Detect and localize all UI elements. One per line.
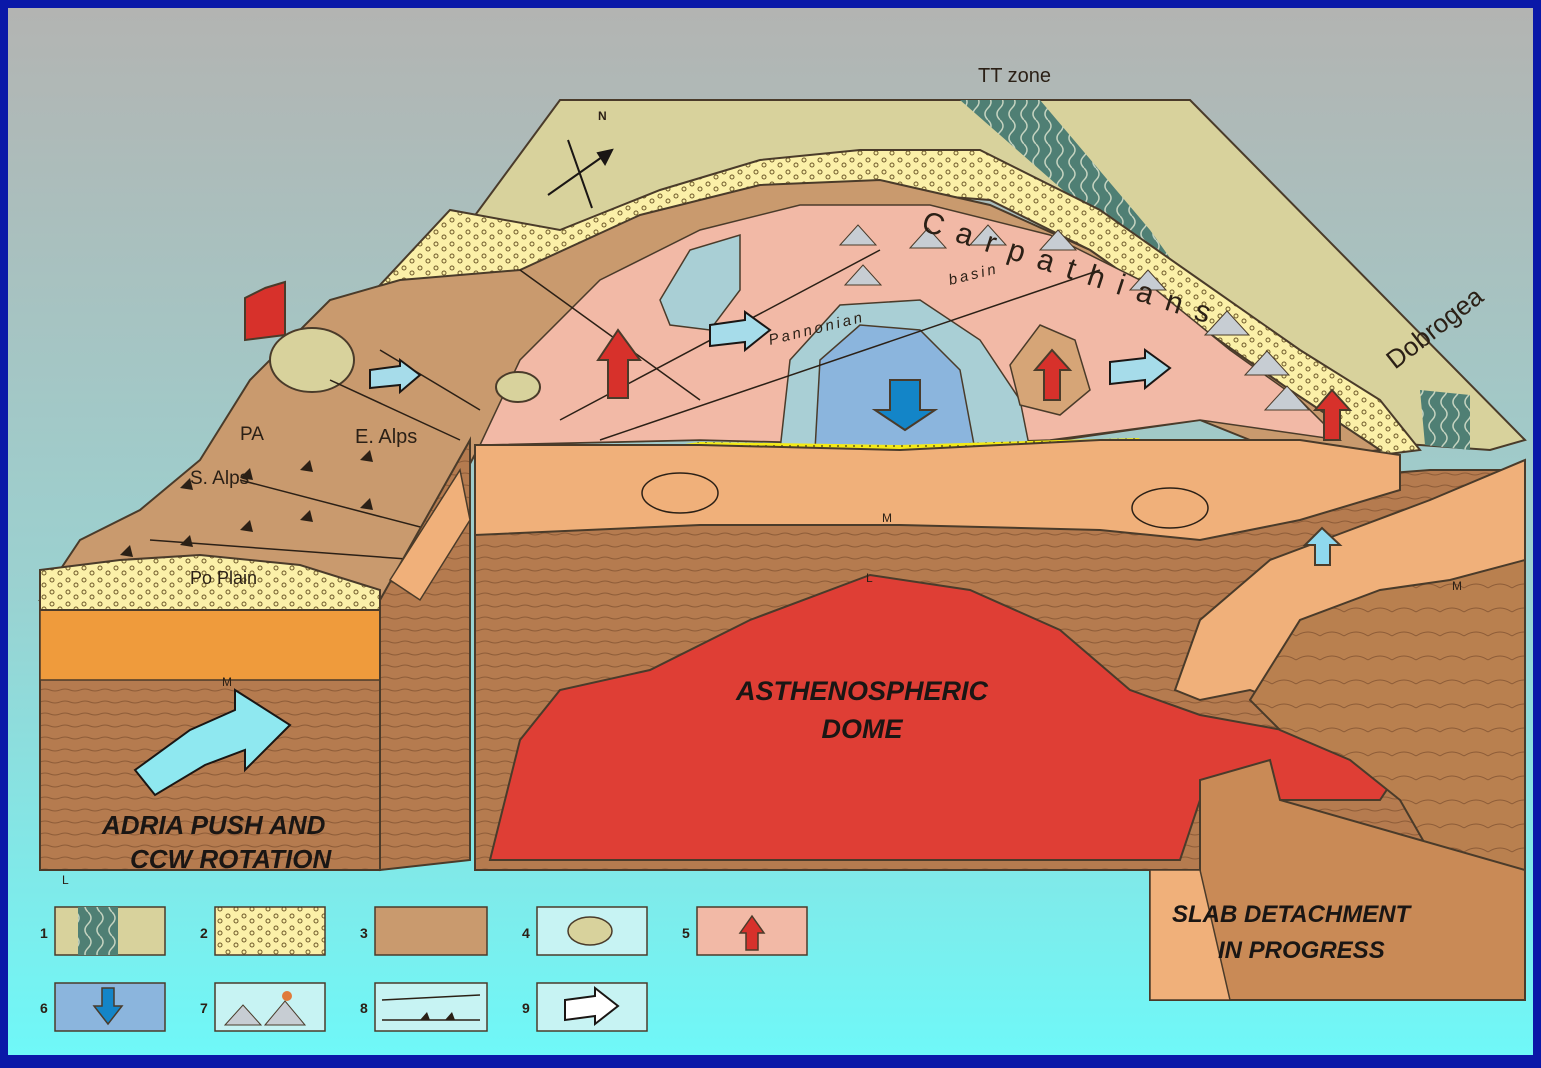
legend-number: 1 [40, 925, 48, 941]
dome-caption-line2: DOME [822, 714, 904, 744]
orogen-swatch-icon [375, 907, 487, 955]
uplift-arrow-swatch-icon [697, 907, 807, 955]
tt-zone-label: TT zone [978, 65, 1051, 87]
lithosphere-label-left: L [62, 873, 69, 887]
tt-zone-dobrogea [1420, 390, 1470, 450]
legend-number: 2 [200, 925, 208, 941]
adria-caption-line2: CCW ROTATION [130, 844, 332, 874]
slab-caption-line2: IN PROGRESS [1218, 937, 1385, 964]
po-plain-label: Po Plain [190, 568, 257, 588]
pannonian-crust [475, 440, 1400, 540]
legend-number: 4 [522, 925, 530, 941]
volcano-swatch-icon [215, 983, 325, 1031]
legend-number: 5 [682, 925, 690, 941]
rotating-block-swatch-icon [537, 907, 647, 955]
dome-caption-line1: ASTHENOSPHERIC [735, 676, 989, 706]
pa-label: PA [240, 424, 264, 445]
slab-caption-line1: SLAB DETACHMENT [1172, 901, 1413, 928]
legend-number: 3 [360, 925, 368, 941]
rotating-block-ib [270, 328, 354, 392]
moho-label-mid: M [882, 511, 892, 525]
legend-number: 9 [522, 1000, 530, 1016]
moho-label-left: M [222, 675, 232, 689]
lithosphere-label-mid: L [866, 571, 873, 585]
legend-number: 7 [200, 1000, 208, 1016]
legend-number: 8 [360, 1000, 368, 1016]
translation-arrow-swatch-icon [537, 983, 647, 1031]
tt-zone-swatch-icon [55, 907, 165, 955]
legend-number: 6 [40, 1000, 48, 1016]
moho-label-right: M [1452, 579, 1462, 593]
s-alps-label: S. Alps [190, 468, 249, 489]
e-alps-label: E. Alps [355, 426, 417, 448]
rotating-block-small [496, 372, 540, 402]
adria-crust [40, 600, 380, 680]
north-label: N [598, 109, 607, 123]
adria-caption-line1: ADRIA PUSH AND [101, 810, 326, 840]
thrust-fault-swatch-icon [375, 983, 487, 1031]
molasse-dots-swatch-icon [215, 907, 325, 955]
subsidence-arrow-swatch-icon [55, 983, 165, 1031]
